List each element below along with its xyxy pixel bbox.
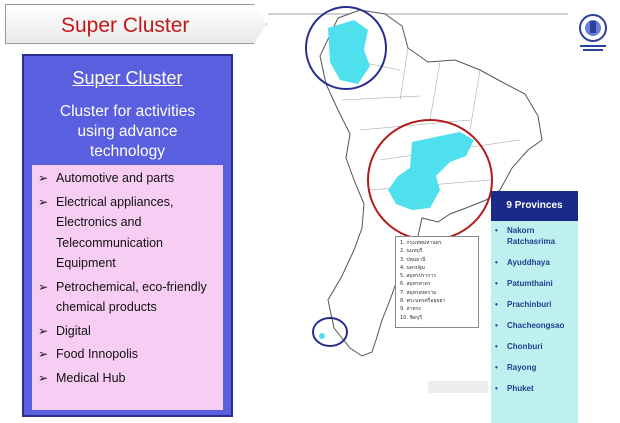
province-item: •Rayong — [495, 363, 537, 372]
province-item: •Chacheongsao — [495, 321, 565, 330]
arrow-bullet-icon: ➢ — [38, 279, 49, 294]
province-item: •Ayuddhaya — [495, 258, 550, 267]
super-cluster-panel: Super Cluster Cluster for activities usi… — [22, 54, 233, 417]
north-highlight — [328, 20, 370, 84]
bullet-dot-icon: • — [495, 342, 498, 351]
ministry-emblem-icon — [579, 14, 607, 51]
panel-subtitle-line: Cluster for activities — [59, 103, 196, 120]
arrow-bullet-icon: ➢ — [38, 171, 49, 185]
legend-item: 2. นนทบุรี — [400, 248, 423, 255]
list-item: ➢Food Innopolis — [38, 344, 219, 365]
bullet-dot-icon: • — [495, 363, 498, 372]
thailand-map — [305, 6, 543, 357]
provinces-list: •Nakorn Ratchasrima •Ayuddhaya •Patumtha… — [491, 225, 578, 404]
legend-item: 10. ชิดบุรี — [400, 314, 423, 321]
province-item: •Phuket — [495, 384, 534, 393]
list-item: ➢Electrical appliances, Electronics and … — [38, 192, 219, 274]
legend-item: 3. ปทุมธานี — [400, 256, 426, 263]
bullet-dot-icon: • — [495, 321, 498, 330]
legend-item: 5. สมุทรปราการ — [400, 273, 436, 280]
title-divider — [268, 13, 568, 15]
panel-title: Super Cluster — [72, 68, 183, 88]
arrow-bullet-icon: ➢ — [38, 347, 49, 361]
panel-subtitle-line: technology — [90, 143, 165, 160]
central-highlight — [388, 132, 474, 210]
legend-item: 6. สมุทรสาคร — [400, 281, 431, 288]
north-circle — [305, 6, 387, 90]
province-item: •Chonburi — [495, 342, 543, 351]
provinces-panel: 9 Provinces •Nakorn Ratchasrima •Ayuddha… — [491, 191, 578, 423]
map-legend: 1. กรุงเทพมหานคร 2. นนทบุรี 3. ปทุมธานี … — [395, 236, 479, 328]
title-banner: Super Cluster — [5, 4, 267, 44]
legend-item: 7. สมุทรสงคราม — [400, 289, 437, 296]
bullet-dot-icon: • — [495, 279, 498, 288]
list-item: ➢Automotive and parts — [38, 168, 219, 189]
activity-list: ➢Automotive and parts ➢Electrical applia… — [32, 165, 223, 410]
arrow-bullet-icon: ➢ — [38, 194, 49, 209]
south-highlight — [319, 333, 325, 339]
bullet-dot-icon: • — [495, 384, 498, 393]
list-item: ➢Medical Hub — [38, 368, 219, 389]
province-item: •Prachinburi — [495, 300, 552, 309]
legend-item: 8. พระนครศรีอยุธยา — [400, 298, 446, 305]
provinces-header: 9 Provinces — [491, 191, 578, 221]
province-item: •Nakorn Ratchasrima — [495, 226, 556, 246]
arrow-bullet-icon: ➢ — [38, 323, 49, 338]
bullet-dot-icon: • — [495, 300, 498, 309]
slide-title: Super Cluster — [61, 14, 190, 37]
bullet-dot-icon: • — [495, 226, 498, 235]
panel-subtitle-line: using advance — [77, 123, 178, 140]
legend-item: 4. นครปฐม — [400, 264, 426, 271]
legend-item: 1. กรุงเทพมหานคร — [400, 240, 442, 246]
list-item: ➢Petrochemical, eco-friendly chemical pr… — [38, 277, 219, 318]
bullet-dot-icon: • — [495, 258, 498, 267]
watermark-overlay — [428, 381, 488, 393]
panel-subtitle: Cluster for activities using advance tec… — [24, 102, 231, 162]
arrow-bullet-icon: ➢ — [38, 370, 49, 385]
list-item: ➢Digital — [38, 321, 219, 342]
legend-item: 9. สาทรง — [400, 306, 421, 313]
south-circle — [312, 317, 348, 347]
province-item: •Patumthaini — [495, 279, 553, 288]
